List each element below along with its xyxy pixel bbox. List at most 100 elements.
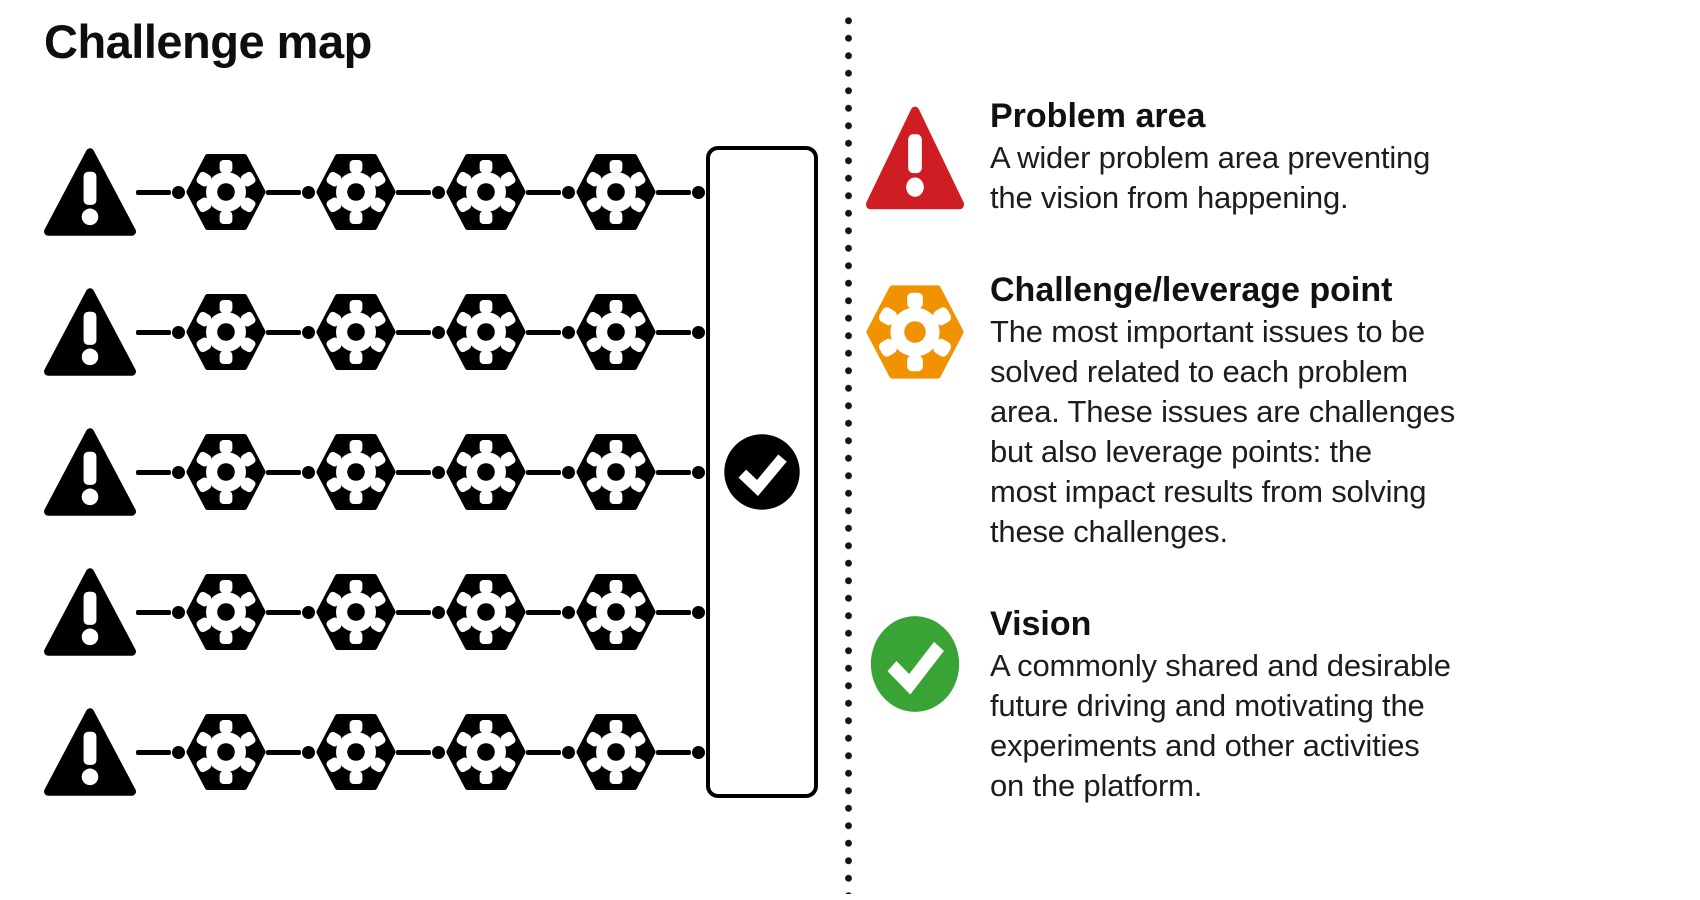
connector-dot xyxy=(432,325,445,339)
connector-line xyxy=(266,469,301,475)
line-dot-connector-icon xyxy=(656,325,706,339)
legend-item-problem-area: Problem area A wider problem area preven… xyxy=(862,96,1602,218)
connector-dot xyxy=(692,465,705,479)
connector-dot xyxy=(692,745,705,759)
line-dot-connector-icon xyxy=(656,605,706,619)
connector-dot xyxy=(172,325,185,339)
connector-dot xyxy=(172,465,185,479)
challenge-map-row xyxy=(44,566,706,658)
line-dot-connector-icon xyxy=(136,185,186,199)
connector-line xyxy=(526,609,561,615)
connector-line xyxy=(396,469,431,475)
vision-box xyxy=(706,146,818,798)
challenge-map-row xyxy=(44,706,706,798)
hexagon-gear-icon xyxy=(186,428,266,516)
warning-triangle-icon xyxy=(44,706,136,798)
connector-dot xyxy=(172,185,185,199)
hexagon-gear-icon xyxy=(576,428,656,516)
connector-dot xyxy=(302,465,315,479)
connector-dot xyxy=(432,745,445,759)
legend-heading: Vision xyxy=(990,605,1092,643)
connector-dot xyxy=(692,605,705,619)
line-dot-connector-icon xyxy=(526,605,576,619)
connector-line xyxy=(136,189,171,195)
connector-line xyxy=(526,469,561,475)
legend: Problem area A wider problem area preven… xyxy=(862,96,1602,806)
hexagon-gear-icon xyxy=(316,708,396,796)
connector-dot xyxy=(692,185,705,199)
line-dot-connector-icon xyxy=(266,465,316,479)
connector-line xyxy=(266,329,301,335)
line-dot-connector-icon xyxy=(136,745,186,759)
connector-dot xyxy=(302,185,315,199)
connector-dot xyxy=(172,745,185,759)
hexagon-gear-icon xyxy=(866,278,964,386)
line-dot-connector-icon xyxy=(266,185,316,199)
connector-line xyxy=(396,329,431,335)
warning-triangle-icon xyxy=(44,286,136,378)
line-dot-connector-icon xyxy=(266,325,316,339)
legend-text: Vision A commonly shared and desirable f… xyxy=(968,604,1451,806)
connector-dot xyxy=(562,605,575,619)
connector-line xyxy=(526,749,561,755)
hexagon-gear-icon xyxy=(446,568,526,656)
legend-heading: Problem area xyxy=(990,97,1206,135)
warning-triangle-icon xyxy=(44,426,136,518)
hexagon-gear-icon xyxy=(446,708,526,796)
connector-line xyxy=(656,609,691,615)
connector-line xyxy=(266,609,301,615)
hexagon-gear-icon xyxy=(186,568,266,656)
legend-body: A wider problem area preventing the visi… xyxy=(990,140,1431,215)
line-dot-connector-icon xyxy=(136,465,186,479)
page-title: Challenge map xyxy=(44,15,372,68)
connector-line xyxy=(656,329,691,335)
legend-text: Problem area A wider problem area preven… xyxy=(968,96,1430,218)
hexagon-gear-icon xyxy=(446,288,526,376)
line-dot-connector-icon xyxy=(656,185,706,199)
legend-icon-wrap xyxy=(862,270,968,386)
legend-text: Challenge/leverage point The most import… xyxy=(968,270,1455,552)
connector-line xyxy=(136,609,171,615)
line-dot-connector-icon xyxy=(526,465,576,479)
line-dot-connector-icon xyxy=(526,185,576,199)
dotted-divider xyxy=(845,12,852,894)
legend-body: A commonly shared and desirable future d… xyxy=(990,648,1451,803)
connector-line xyxy=(396,609,431,615)
line-dot-connector-icon xyxy=(266,605,316,619)
connector-line xyxy=(136,469,171,475)
warning-triangle-icon xyxy=(866,104,964,212)
line-dot-connector-icon xyxy=(396,185,446,199)
connector-dot xyxy=(302,325,315,339)
hexagon-gear-icon xyxy=(316,148,396,236)
hexagon-gear-icon xyxy=(446,148,526,236)
line-dot-connector-icon xyxy=(526,745,576,759)
connector-dot xyxy=(562,325,575,339)
connector-dot xyxy=(432,185,445,199)
line-dot-connector-icon xyxy=(266,745,316,759)
hexagon-gear-icon xyxy=(186,708,266,796)
legend-item-vision: Vision A commonly shared and desirable f… xyxy=(862,604,1602,806)
connector-line xyxy=(266,749,301,755)
connector-dot xyxy=(432,465,445,479)
connector-line xyxy=(136,329,171,335)
connector-dot xyxy=(172,605,185,619)
line-dot-connector-icon xyxy=(396,605,446,619)
legend-icon-wrap xyxy=(862,604,968,716)
challenge-map-rows xyxy=(44,146,706,798)
hexagon-gear-icon xyxy=(316,568,396,656)
hexagon-gear-icon xyxy=(316,288,396,376)
hexagon-gear-icon xyxy=(186,288,266,376)
line-dot-connector-icon xyxy=(396,325,446,339)
hexagon-gear-icon xyxy=(576,148,656,236)
line-dot-connector-icon xyxy=(656,745,706,759)
connector-line xyxy=(656,469,691,475)
line-dot-connector-icon xyxy=(396,745,446,759)
check-circle-icon xyxy=(721,431,803,513)
connector-line xyxy=(526,189,561,195)
connector-line xyxy=(526,329,561,335)
challenge-map-row xyxy=(44,146,706,238)
hexagon-gear-icon xyxy=(576,568,656,656)
legend-body: The most important issues to be solved r… xyxy=(990,314,1455,549)
connector-line xyxy=(656,749,691,755)
